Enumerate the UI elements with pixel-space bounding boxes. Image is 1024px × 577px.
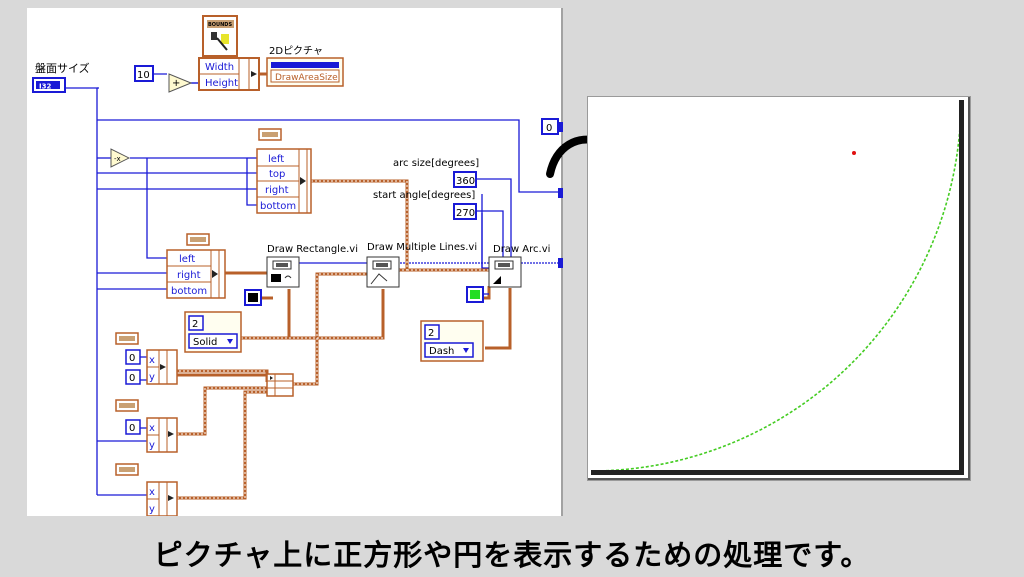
draw-rectangle-label: Draw Rectangle.vi [267,244,358,255]
draw-arc-vi[interactable] [488,256,522,288]
point-cluster-constant-3[interactable] [115,463,139,476]
line-style-cluster-2[interactable]: 2 Dash [420,320,484,362]
svg-text:x: x [149,355,155,366]
svg-text:bottom: bottom [260,201,296,212]
add-function-icon[interactable]: + [168,73,193,93]
svg-text:360: 360 [456,176,475,187]
bundle-point-1[interactable]: x y [146,349,178,385]
rect-cluster-constant-2[interactable] [186,233,210,246]
svg-text:y: y [149,372,155,383]
block-diagram: 盤面サイズ I32 10 + BOUNDS Width Height 2Dピクチ… [27,8,563,517]
svg-text:0: 0 [129,373,135,384]
picture-indicator [587,96,971,481]
svg-text:top: top [269,169,285,180]
svg-text:x: x [149,423,155,434]
svg-text:y: y [149,504,155,515]
bundle-point-2[interactable]: x y [146,417,178,453]
rect-color-constant[interactable] [244,289,262,306]
bounds-cluster-constant[interactable]: BOUNDS [202,15,238,57]
point-1-x-constant[interactable]: 0 [125,349,141,365]
start-angle-constant[interactable]: 270 [453,203,477,220]
bundle-rect-1[interactable]: left top right bottom [256,148,312,214]
point-2-x-constant[interactable]: 0 [125,419,141,435]
draw-rectangle-vi[interactable] [266,256,300,288]
svg-text:BOUNDS: BOUNDS [208,22,232,28]
svg-text:+: + [172,78,180,89]
svg-text:-x: -x [114,155,121,163]
start-angle-label: start angle[degrees] [373,190,475,201]
line-style-2-dropdown: Dash [429,346,454,357]
point-cluster-constant-2[interactable] [115,399,139,412]
center-dot [852,151,856,155]
svg-text:Height: Height [205,78,238,89]
svg-text:2: 2 [428,328,434,339]
svg-text:10: 10 [137,70,150,81]
build-array-icon[interactable] [266,373,294,397]
bundle-point-3[interactable]: x y [146,481,178,517]
line-style-1-dropdown: Solid [193,337,217,348]
arc-size-constant[interactable]: 360 [453,171,477,188]
arc-color-constant[interactable] [466,286,484,303]
svg-text:left: left [268,154,284,165]
svg-text:2: 2 [192,319,198,330]
rect-cluster-constant-1[interactable] [258,128,282,141]
svg-text:y: y [149,440,155,451]
negate-function-icon[interactable]: -x [110,148,131,168]
svg-text:x: x [149,487,155,498]
svg-text:0: 0 [129,423,135,434]
draw-multiple-lines-label: Draw Multiple Lines.vi [367,242,477,253]
picture-canvas [590,99,962,472]
svg-text:I32: I32 [39,83,51,91]
svg-text:DrawAreaSize: DrawAreaSize [275,73,338,83]
constant-10[interactable]: 10 [134,65,154,82]
canvas-size-label: 盤面サイズ [35,61,90,75]
draw-area-size-property-node[interactable]: DrawAreaSize [266,57,344,87]
point-1-y-constant[interactable]: 0 [125,369,141,385]
svg-text:right: right [265,185,289,196]
front-panel-connector-icon [558,122,563,268]
svg-text:right: right [177,270,201,281]
svg-text:Width: Width [205,62,234,73]
svg-text:left: left [179,254,195,265]
svg-text:0: 0 [546,123,552,134]
point-cluster-constant-1[interactable] [115,332,139,345]
picture-label: 2Dピクチャ [269,45,323,57]
arc-size-label: arc size[degrees] [393,158,479,169]
svg-text:bottom: bottom [171,286,207,297]
line-style-cluster-1[interactable]: 2 Solid [184,311,242,353]
bundle-by-name-width-height[interactable]: Width Height [198,57,260,91]
draw-multiple-lines-vi[interactable] [366,256,400,288]
canvas-size-terminal[interactable]: I32 [32,77,66,93]
block-diagram-svg: 盤面サイズ I32 10 + BOUNDS Width Height 2Dピクチ… [32,8,563,517]
svg-text:0: 0 [129,353,135,364]
bundle-rect-2[interactable]: left right bottom [166,249,226,299]
caption-text: ピクチャ上に正方形や円を表示するための処理です。 [153,538,871,572]
draw-arc-label: Draw Arc.vi [493,244,550,255]
arc-curve [590,99,962,472]
svg-text:270: 270 [456,208,475,219]
